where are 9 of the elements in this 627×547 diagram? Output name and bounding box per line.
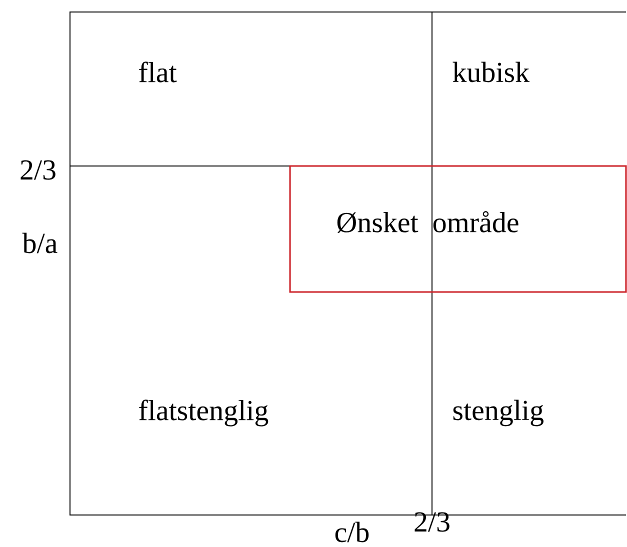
region-label: flat [139,62,177,82]
tick-label: 2/3 [414,512,450,532]
region-label: kubisk [452,62,530,82]
region-label: stenglig [453,400,544,426]
axis-label: c/b [335,522,369,542]
region-box: Ønsket område [289,165,627,293]
axis-label: b/a [22,232,58,254]
tick-label: 2/3 [20,160,56,180]
region-label: flatstenglig [139,400,268,426]
